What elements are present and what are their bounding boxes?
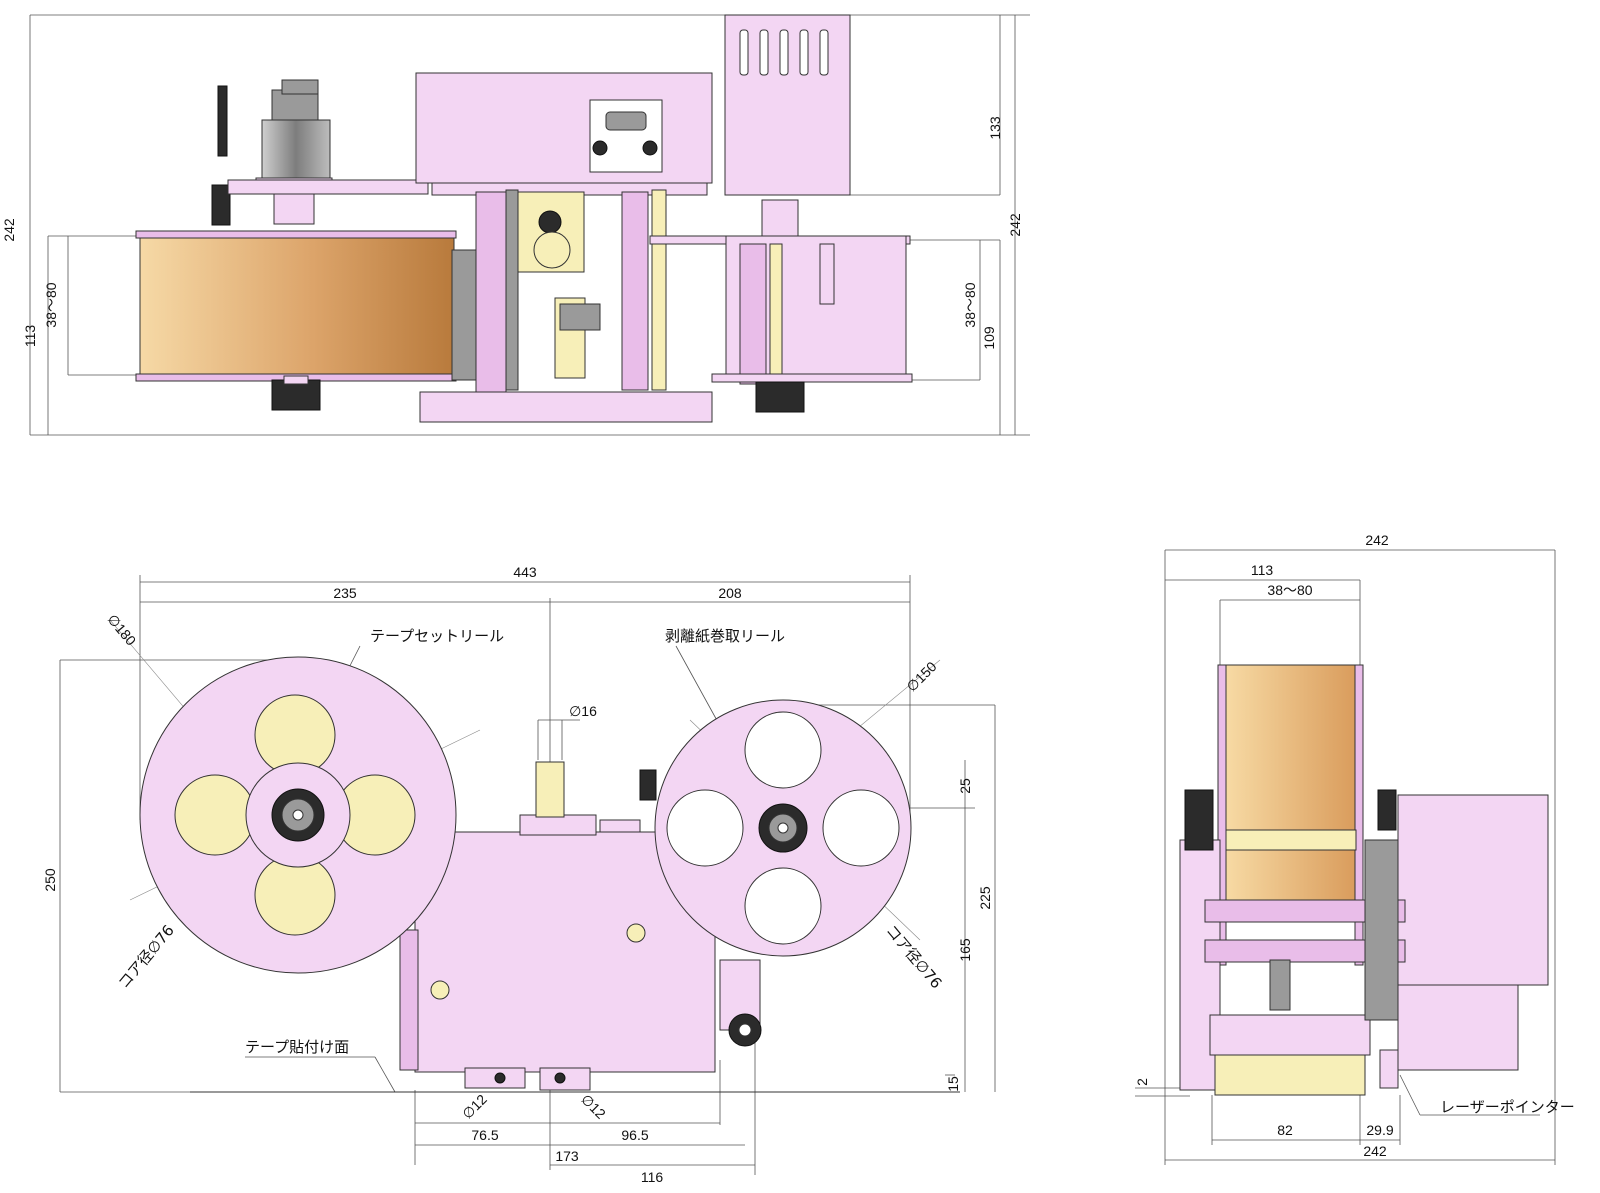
side-view: 242 113 38～80 2 82 29.9 242 レーザーポインター	[1134, 532, 1575, 1165]
front-dim-225: 225	[977, 886, 993, 910]
side-dim-242-top: 242	[1365, 532, 1389, 548]
front-dim-15: 15	[945, 1076, 961, 1092]
top-tape-roll	[139, 235, 455, 377]
laser-pointer-label: レーザーポインター	[1440, 1098, 1575, 1116]
side-dim-29-9: 29.9	[1366, 1122, 1393, 1138]
top-controller-box	[415, 72, 713, 184]
side-dim-242-bottom: 242	[1363, 1143, 1387, 1159]
apply-surface-label: テープ貼付け面	[245, 1038, 349, 1056]
top-dim-242-right: 242	[1007, 213, 1023, 237]
side-dim-113: 113	[1251, 562, 1274, 578]
top-dim-133: 133	[987, 116, 1003, 140]
front-dim-173: 173	[555, 1148, 579, 1164]
top-view: 242 113 38～80 133 242 38～80 109	[1, 14, 1030, 436]
front-view: 443 235 208 ∅180 テープセットリール 剥離紙巻取リール ∅150…	[42, 564, 996, 1185]
side-dim-2: 2	[1134, 1078, 1150, 1086]
top-dim-113: 113	[22, 325, 38, 348]
front-dim-443: 443	[513, 564, 537, 580]
side-tape-roll	[1221, 664, 1359, 921]
top-encoder	[261, 119, 331, 181]
core-dia-right: コア径∅76	[882, 921, 945, 992]
front-shaft	[535, 761, 565, 818]
front-dim-116: 116	[641, 1169, 664, 1185]
side-controller-box	[1397, 794, 1549, 986]
core-dia-left: コア径∅76	[114, 921, 177, 992]
front-dim-150: ∅150	[903, 658, 940, 695]
front-dim-12-right: ∅12	[578, 1091, 609, 1122]
top-dim-38-80-left: 38～80	[43, 282, 59, 327]
front-dim-165: 165	[957, 938, 973, 962]
side-dim-82: 82	[1277, 1122, 1293, 1138]
front-dim-208: 208	[718, 585, 742, 601]
front-dim-96-5: 96.5	[621, 1127, 648, 1143]
top-dim-242-left: 242	[1, 218, 17, 242]
front-dim-235: 235	[333, 585, 357, 601]
front-dim-180: ∅180	[104, 611, 139, 649]
tape-reel-label: テープセットリール	[370, 627, 504, 645]
front-dim-25: 25	[957, 778, 973, 794]
front-dim-12-left: ∅12	[459, 1091, 490, 1122]
side-dim-38-80: 38～80	[1267, 582, 1312, 598]
front-dim-76-5: 76.5	[471, 1127, 498, 1143]
waste-reel-label: 剥離紙巻取リール	[665, 627, 785, 645]
top-dim-109: 109	[981, 326, 997, 350]
top-dim-38-80-right: 38～80	[962, 282, 978, 327]
front-dim-250: 250	[42, 868, 58, 892]
front-dim-16: ∅16	[569, 703, 597, 719]
